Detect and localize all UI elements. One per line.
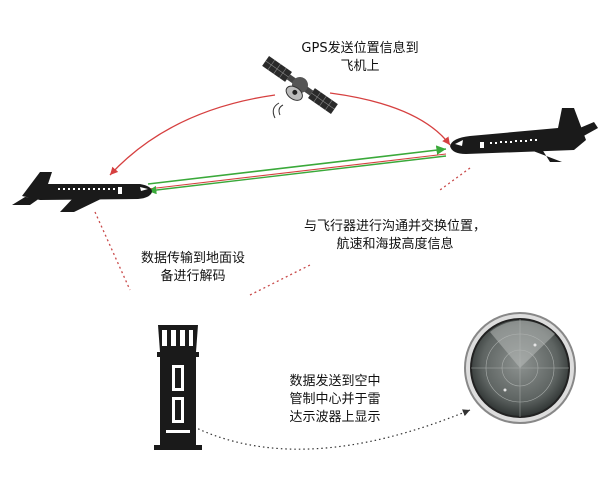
radar-scope-icon [465,313,575,423]
satellite-signal-icon [273,103,283,118]
aircraft-right-icon [450,108,598,162]
exchange-arrow-green [148,149,446,184]
aircraft-left-icon [12,172,152,212]
control-tower-icon [154,325,202,450]
label-atc: 数据发送到空中 管制中心并于雷 达示波器上显示 [270,373,400,427]
label-gps: GPS发送位置信息到 飞机上 [285,40,435,76]
exchange-arrow-green-back [148,156,446,191]
exchange-arrow-red [148,154,446,189]
label-ground: 数据传输到地面设 备进行解码 [118,250,268,286]
label-exchange: 与飞行器进行沟通并交换位置， 航速和海拔高度信息 [265,218,525,254]
gps-arrow-right [330,93,450,145]
gps-arrow-left [110,95,275,175]
dotted-line-right-aircraft [440,168,470,190]
